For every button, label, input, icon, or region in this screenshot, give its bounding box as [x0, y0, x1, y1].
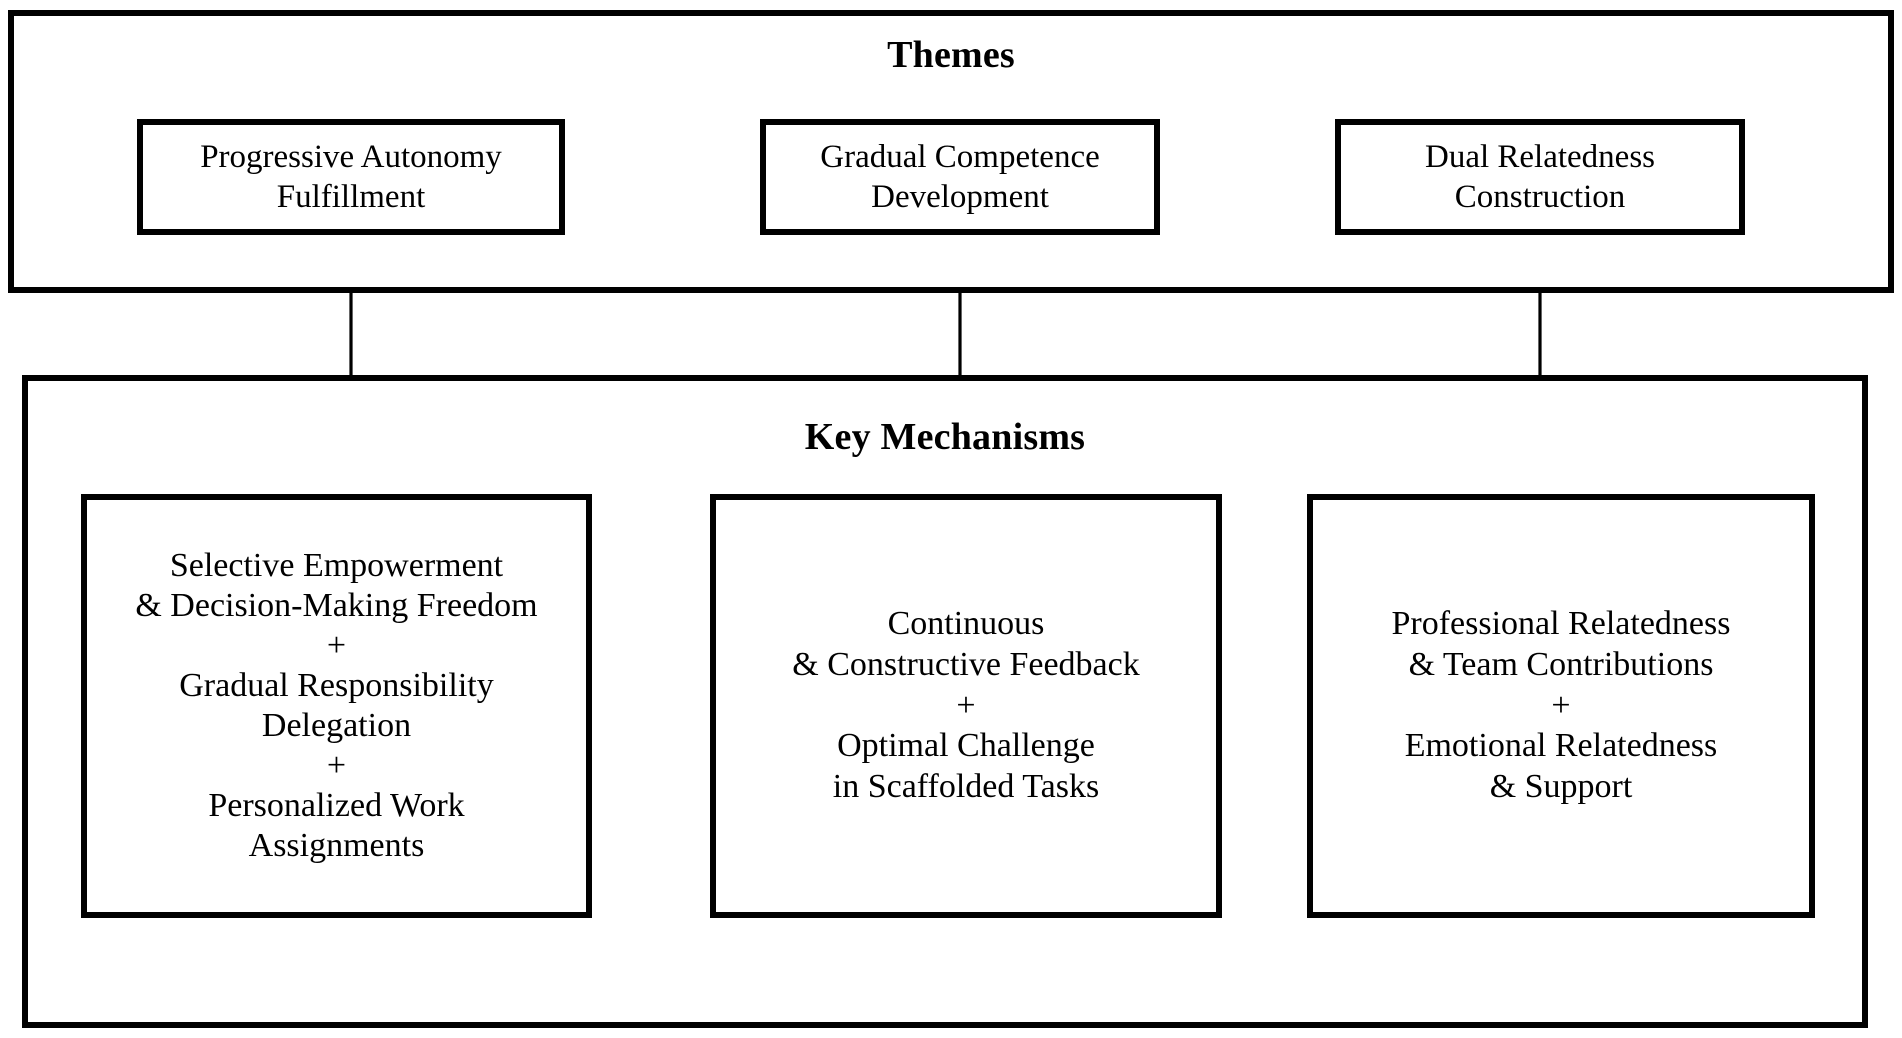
theme-box-gradual-competence-development[interactable]: Gradual Competence Development: [760, 119, 1160, 235]
mechanism-box-autonomy-mechanisms[interactable]: Selective Empowerment & Decision-Making …: [81, 494, 592, 918]
theme-label: Gradual Competence Development: [820, 138, 1100, 215]
mechanism-box-relatedness-mechanisms[interactable]: Professional Relatedness & Team Contribu…: [1307, 494, 1815, 918]
mechanism-box-competence-mechanisms[interactable]: Continuous & Constructive Feedback + Opt…: [710, 494, 1222, 918]
theme-box-progressive-autonomy-fulfillment[interactable]: Progressive Autonomy Fulfillment: [137, 119, 565, 235]
theme-label: Dual Relatedness Construction: [1424, 138, 1656, 215]
theme-label: Progressive Autonomy Fulfillment: [200, 138, 502, 215]
mechanism-label: Professional Relatedness & Team Contribu…: [1391, 605, 1731, 806]
mechanism-label: Selective Empowerment & Decision-Making …: [135, 546, 538, 865]
theme-box-dual-relatedness-construction[interactable]: Dual Relatedness Construction: [1335, 119, 1745, 235]
key-mechanisms-section-title: Key Mechanisms: [804, 416, 1086, 458]
mechanism-label: Continuous & Constructive Feedback + Opt…: [792, 605, 1140, 806]
themes-section-title: Themes: [887, 34, 1015, 76]
